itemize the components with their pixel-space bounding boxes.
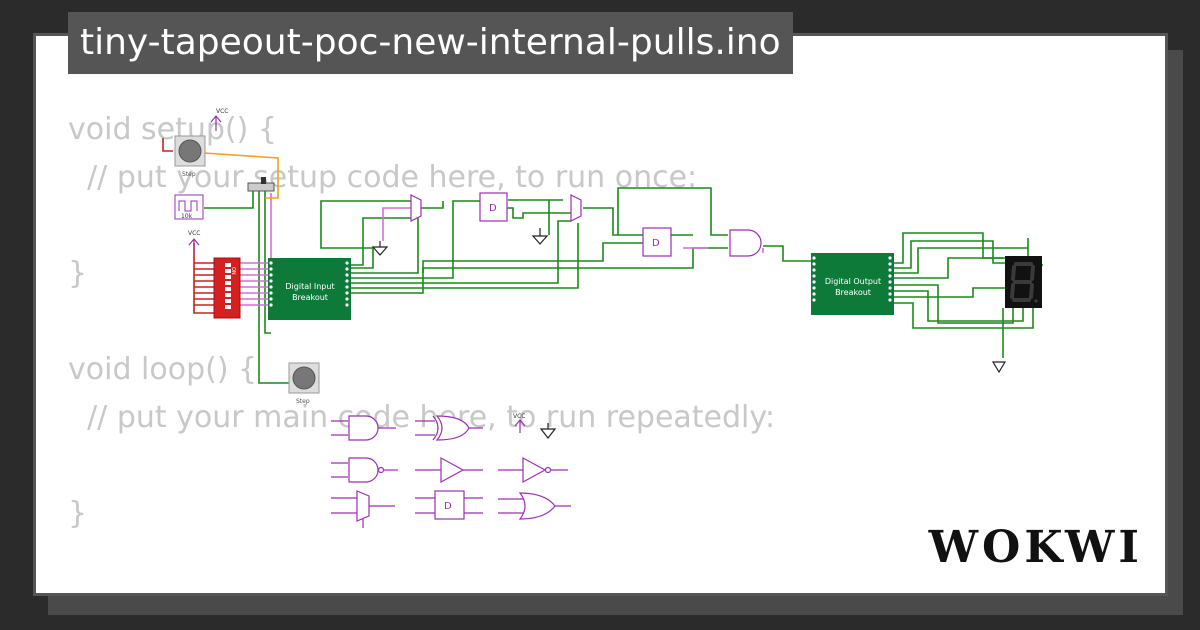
- svg-text:Step: Step: [182, 171, 196, 178]
- code-line: }: [68, 496, 88, 531]
- svg-text:Breakout: Breakout: [292, 293, 328, 302]
- svg-text:Digital Input: Digital Input: [285, 282, 334, 291]
- svg-text:D: D: [489, 203, 497, 214]
- vcc-symbol: VCC: [513, 413, 525, 433]
- ground-symbol: [539, 423, 557, 439]
- ground-symbol: [371, 241, 389, 256]
- code-background: void setup() { // put your setup code he…: [68, 106, 775, 538]
- svg-text:D: D: [652, 238, 660, 249]
- mux: [570, 194, 582, 222]
- not-gate: [498, 456, 568, 484]
- and-gate: [331, 415, 396, 441]
- svg-text:D: D: [444, 501, 452, 512]
- code-line: }: [68, 256, 88, 291]
- seven-segment-display: [1005, 256, 1042, 308]
- svg-text:10k: 10k: [181, 213, 193, 220]
- svg-text:Digital Output: Digital Output: [825, 277, 881, 286]
- d-flipflop: D: [415, 490, 483, 520]
- and-gate: [729, 229, 762, 257]
- svg-text:VCC: VCC: [513, 413, 525, 420]
- svg-text:Breakout: Breakout: [835, 288, 871, 297]
- mux: [331, 490, 395, 528]
- orange-wire: [203, 152, 279, 199]
- d-flipflop: D: [479, 192, 508, 222]
- clock-generator[interactable]: 10k: [174, 194, 204, 220]
- code-line: // put your setup code here, to run once…: [68, 160, 698, 195]
- circuit-diagram: VCC VCC VCC Step Step 10k: [162, 108, 1043, 528]
- or-gate: [498, 492, 571, 520]
- mux: [410, 194, 422, 222]
- ground-symbol: [531, 228, 549, 245]
- xor-gate: [415, 415, 483, 441]
- d-flipflop: D: [642, 227, 672, 257]
- nand-gate: [331, 457, 398, 483]
- code-line: void loop() {: [68, 352, 258, 387]
- vcc-symbol: VCC: [188, 230, 200, 253]
- project-title: tiny-tapeout-poc-new-internal-pulls.ino: [68, 12, 793, 74]
- parts-palette: D: [331, 415, 571, 528]
- step-button[interactable]: Step: [174, 135, 206, 178]
- pink-wires: [239, 193, 764, 306]
- green-wires: [204, 186, 811, 384]
- svg-text:VCC: VCC: [216, 108, 228, 115]
- preview-card: void setup() { // put your setup code he…: [33, 33, 1168, 596]
- step-button[interactable]: Step: [288, 362, 320, 405]
- buffer: [415, 456, 483, 484]
- wokwi-logo: WOKWI: [928, 522, 1143, 573]
- svg-text:ON: ON: [230, 267, 236, 275]
- digital-input-breakout: Digital Input Breakout: [268, 258, 351, 320]
- red-wire: [162, 138, 173, 152]
- vcc-symbol: VCC: [210, 108, 228, 131]
- digital-output-breakout: Digital Output Breakout: [811, 253, 894, 315]
- ground-symbol: [991, 361, 1007, 374]
- code-line: void setup() {: [68, 112, 277, 147]
- vcc-wires: [193, 243, 215, 314]
- slide-switch[interactable]: [247, 177, 275, 192]
- svg-text:VCC: VCC: [188, 230, 200, 237]
- svg-text:Step: Step: [296, 398, 310, 405]
- dip-switch[interactable]: ON: [213, 257, 241, 319]
